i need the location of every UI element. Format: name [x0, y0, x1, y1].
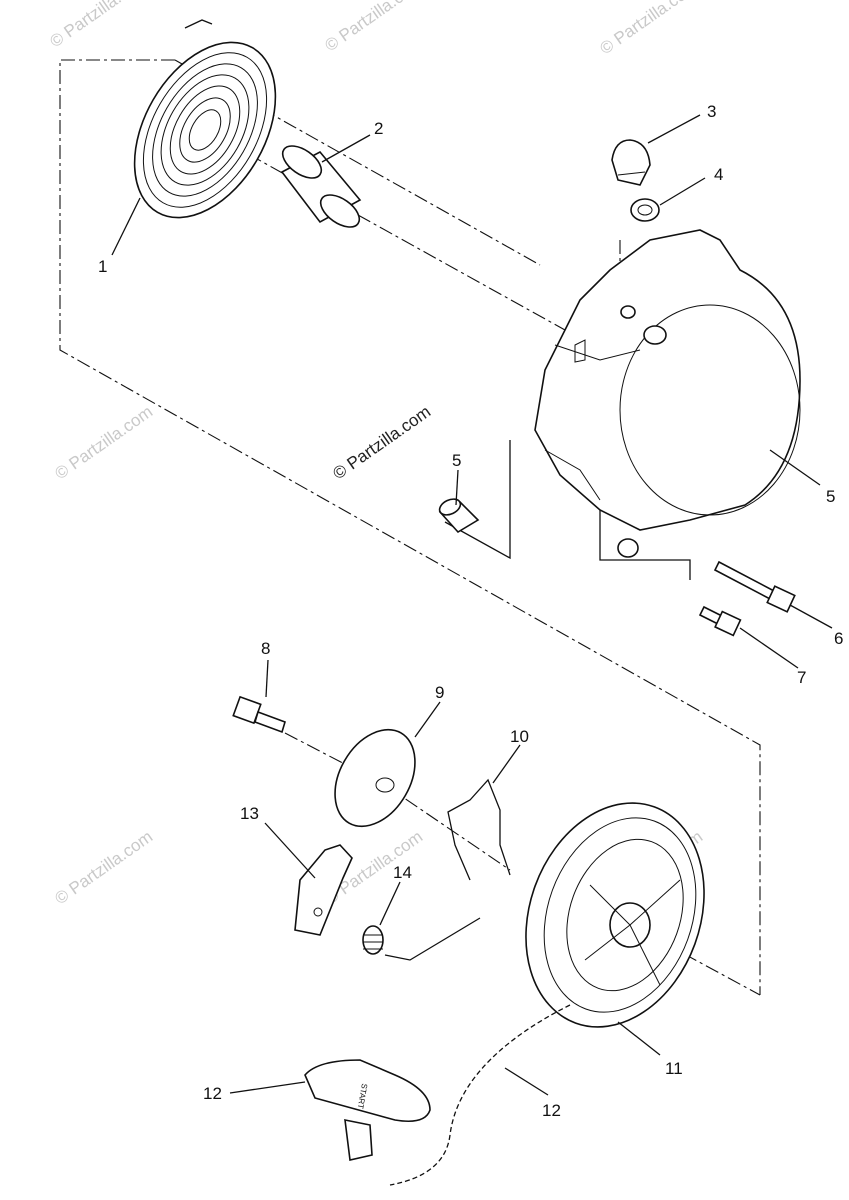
spring-clip [447, 778, 511, 881]
callout-13: 13 [240, 804, 259, 823]
callout-8: 8 [261, 639, 270, 658]
callout-3: 3 [707, 102, 716, 121]
callout-5-bushing: 5 [452, 451, 461, 470]
starter-handle: START [304, 1059, 431, 1161]
watermark-top-right: © Partzilla.com [596, 0, 701, 58]
bushing [280, 145, 362, 228]
callout-12-handle: 12 [203, 1084, 222, 1103]
callouts: 1 2 3 4 5 5 6 7 8 9 10 11 12 12 13 14 [98, 102, 843, 1120]
cam-bolt [232, 695, 286, 734]
callout-14: 14 [393, 863, 412, 882]
pawl [294, 844, 353, 936]
callout-9: 9 [435, 683, 444, 702]
watermark-top-left: © Partzilla.com [46, 0, 151, 51]
long-bolt [713, 560, 796, 613]
callout-5-housing: 5 [826, 487, 835, 506]
callout-12-rope: 12 [542, 1101, 561, 1120]
pulley [525, 802, 705, 1028]
washer [630, 198, 660, 222]
callout-2: 2 [374, 119, 383, 138]
starter-rope [389, 1004, 571, 1186]
pawl-spring [362, 925, 384, 955]
friction-plate [334, 728, 416, 828]
watermark-mid-left: © Partzilla.com [51, 402, 156, 483]
callout-7: 7 [797, 668, 806, 687]
starter-housing [534, 229, 801, 558]
callout-10: 10 [510, 727, 529, 746]
handle-lettering: START [356, 1083, 369, 1110]
leader-lines [111, 114, 833, 1096]
recoil-spring [133, 19, 277, 219]
callout-6: 6 [834, 629, 843, 648]
assembly-lines [59, 59, 761, 996]
plug [611, 139, 651, 186]
watermark-top-center: © Partzilla.com [321, 0, 426, 55]
callout-1: 1 [98, 257, 107, 276]
short-bolt [698, 605, 742, 637]
watermark-low-left: © Partzilla.com [51, 827, 156, 908]
callout-4: 4 [714, 165, 723, 184]
callout-11: 11 [665, 1059, 683, 1078]
small-bushing [438, 498, 480, 534]
watermark-mid-center: © Partzilla.com [329, 402, 434, 483]
